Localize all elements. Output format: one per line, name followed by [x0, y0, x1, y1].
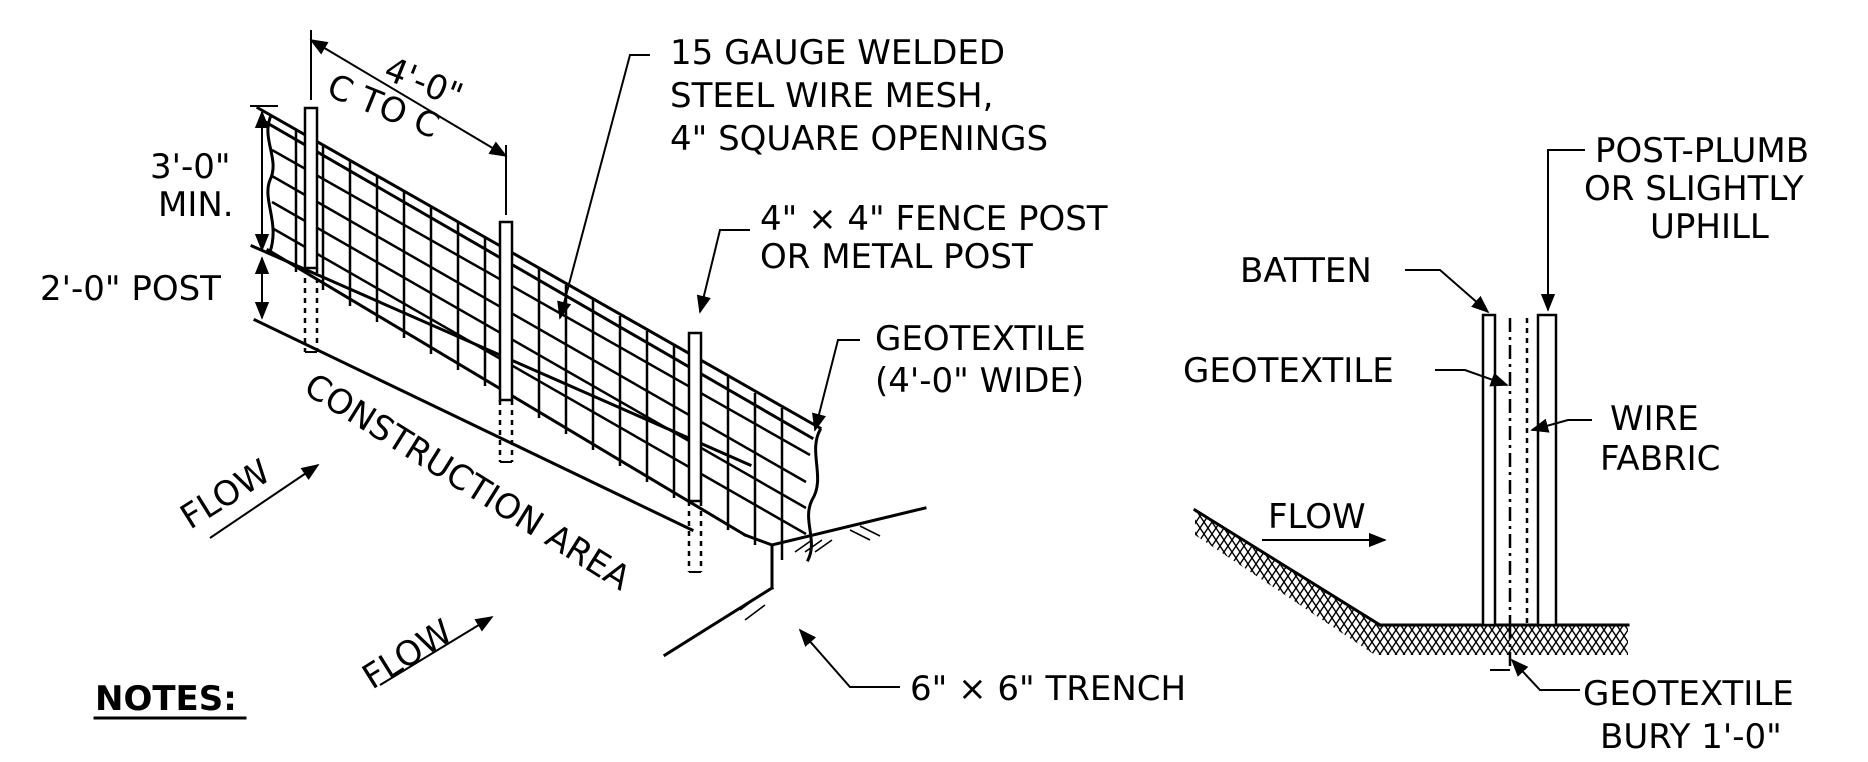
notes-heading: NOTES: [95, 679, 237, 719]
flow-label-2: FLOW [356, 612, 460, 698]
post-dim-label: 2'-0" POST [40, 269, 221, 309]
height-dimension [250, 105, 278, 320]
section-view: BATTEN GEOTEXTILE POST-PLUMB OR SLIGHTLY… [1183, 131, 1809, 757]
hatch-soil-icon [1195, 510, 1628, 655]
height-sub-label: MIN. [158, 185, 234, 225]
post-label-2: OR METAL POST [760, 237, 1033, 277]
plumb-leader [1540, 149, 1585, 312]
height-dim-label: 3'-0" [150, 147, 231, 187]
slope-line [1192, 507, 1383, 628]
flow-side-label: FLOW [1268, 497, 1366, 537]
wire-leader [1530, 418, 1592, 433]
fence-top-rail [255, 105, 823, 431]
geotextile-side-label: GEOTEXTILE [1183, 351, 1394, 391]
trench-leader [798, 628, 900, 688]
mesh-leader [557, 54, 650, 320]
construction-area-label: CONSTRUCTION AREA [297, 366, 637, 599]
fence-top-rail-2 [259, 117, 815, 441]
flow-label-1: FLOW [174, 452, 278, 538]
post-leader [696, 229, 750, 314]
plumb-label-3: UPHILL [1650, 207, 1769, 247]
geotextile-leader [812, 339, 860, 432]
isometric-fence-view: 4'-0" C TO C 3'-0" MIN. 2'-0" POST 15 GA… [40, 30, 1186, 720]
batten [1481, 313, 1497, 627]
plumb-label-2: OR SLIGHTLY [1584, 169, 1804, 209]
trench [662, 506, 927, 658]
geotextile-label-1: GEOTEXTILE [875, 319, 1086, 359]
mesh-label-1: 15 GAUGE WELDED [670, 33, 1005, 73]
arrow-icon [209, 463, 320, 539]
bury-leader [1510, 658, 1580, 691]
batten-label: BATTEN [1240, 251, 1372, 291]
wire-label-2: FABRIC [1600, 439, 1720, 479]
post [1536, 313, 1558, 627]
wire-mesh [271, 130, 811, 560]
bury-label-1: GEOTEXTILE [1583, 674, 1794, 714]
fabric-right-edge [805, 427, 823, 563]
wire-label-1: WIRE [1610, 399, 1699, 439]
mesh-label-3: 4" SQUARE OPENINGS [670, 119, 1048, 159]
batten-leader [1405, 269, 1490, 314]
post-label-1: 4" × 4" FENCE POST [760, 199, 1108, 239]
plumb-label-1: POST-PLUMB [1595, 131, 1809, 171]
mesh-label-2: STEEL WIRE MESH, [670, 76, 993, 116]
geotextile-side-leader [1435, 369, 1509, 387]
arrow-icon [379, 616, 494, 686]
ground-line-lower [252, 317, 695, 533]
spacing-dimension [309, 30, 508, 215]
fabric-left-edge [266, 116, 275, 254]
trench-label: 6" × 6" TRENCH [910, 669, 1186, 709]
bury-label-2: BURY 1'-0" [1600, 717, 1782, 757]
geotextile-label-2: (4'-0" WIDE) [875, 361, 1084, 401]
